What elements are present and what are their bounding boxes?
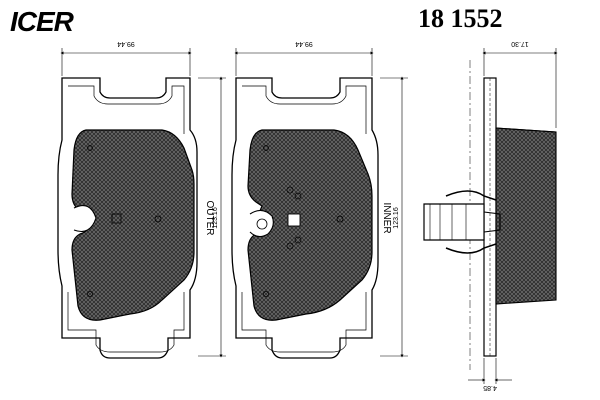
inner-pad xyxy=(231,48,408,359)
outer-backing-plate xyxy=(57,77,198,359)
inner-width-dimension: 99.44 xyxy=(295,40,313,47)
inner-friction-material xyxy=(247,129,373,321)
outer-label: OUTER xyxy=(204,201,215,236)
outer-pad xyxy=(57,48,226,359)
side-view xyxy=(423,48,558,384)
inner-height-dimension: 123.16 xyxy=(393,207,400,229)
side-friction-material xyxy=(495,127,557,305)
inner-backing-plate xyxy=(231,77,379,359)
side-plate-dimension: 4.85 xyxy=(483,384,497,391)
outer-width-dimension: 99.44 xyxy=(117,40,135,47)
brand-logo: ICER xyxy=(10,6,74,37)
part-number: 18 1552 xyxy=(418,4,503,33)
spring-clip xyxy=(423,203,485,241)
side-thickness-dimension: 17.30 xyxy=(511,40,529,47)
inner-label: INNER xyxy=(381,202,392,233)
outer-height-dimension: 123.16 xyxy=(212,207,219,229)
